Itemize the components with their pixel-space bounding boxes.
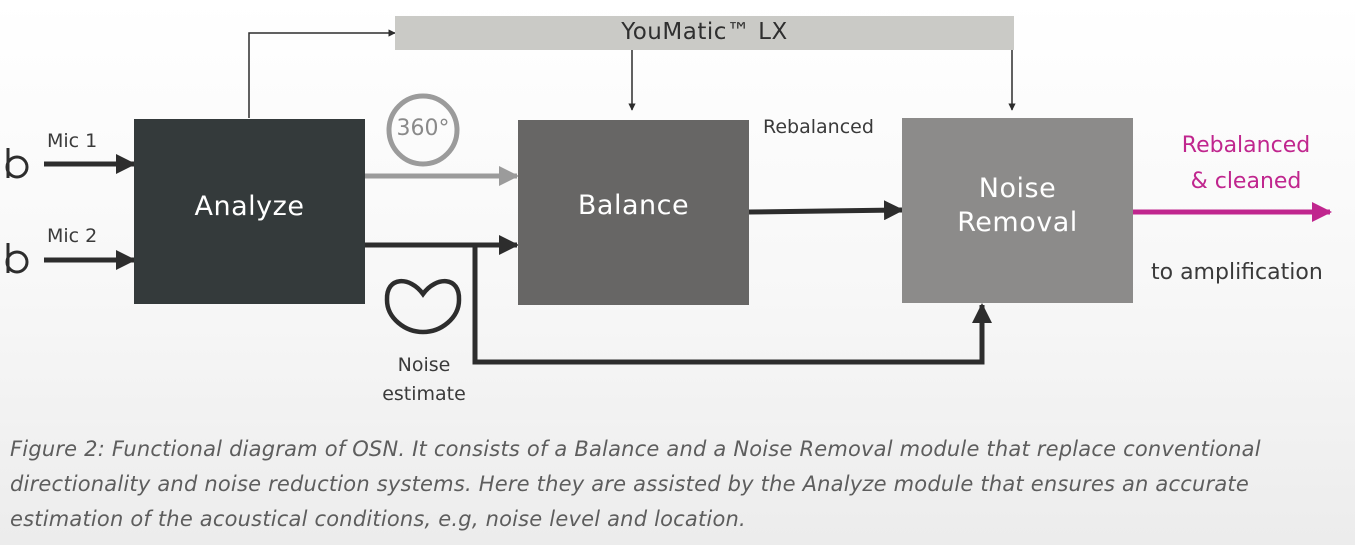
output-label-line2: & cleaned xyxy=(1190,169,1302,194)
noise-removal-label-line2: Removal xyxy=(957,207,1078,238)
rebalanced-label: Rebalanced xyxy=(763,116,874,138)
balance-label: Balance xyxy=(577,190,690,221)
cardioid-pattern-icon xyxy=(384,278,462,335)
output-destination-label: to amplification xyxy=(1151,260,1323,285)
analyze-block: Analyze xyxy=(134,119,365,304)
mic2-symbol xyxy=(5,243,29,274)
noise-removal-block: Noise Removal xyxy=(902,118,1133,303)
output-label-line1: Rebalanced xyxy=(1181,133,1311,158)
noise-estimate-bypass-connector xyxy=(472,245,992,365)
omni-badge-text: 360° xyxy=(396,116,450,141)
banner-label: YouMatic™ LX xyxy=(621,19,788,45)
balance-block: Balance xyxy=(518,120,749,305)
analyze-label: Analyze xyxy=(194,191,305,222)
mic1-symbol xyxy=(5,148,29,179)
noise-estimate-label-line2: estimate xyxy=(382,383,466,405)
omni-pattern-icon xyxy=(386,93,460,167)
youmatic-banner: YouMatic™ LX xyxy=(395,16,1014,50)
caption-line-3: estimation of the acoustical conditions,… xyxy=(10,507,746,531)
analyze-to-banner-connector xyxy=(248,29,396,118)
caption-line-1: Figure 2: Functional diagram of OSN. It … xyxy=(10,437,1261,461)
noise-estimate-label-line1: Noise xyxy=(397,354,451,376)
caption-line-2: directionality and noise reduction syste… xyxy=(10,472,1249,496)
noise-removal-label-line1: Noise xyxy=(978,173,1057,204)
balance-to-noise-removal-arrow xyxy=(748,200,904,221)
mic1-label: Mic 1 xyxy=(47,130,98,152)
mic2-label: Mic 2 xyxy=(47,225,98,247)
